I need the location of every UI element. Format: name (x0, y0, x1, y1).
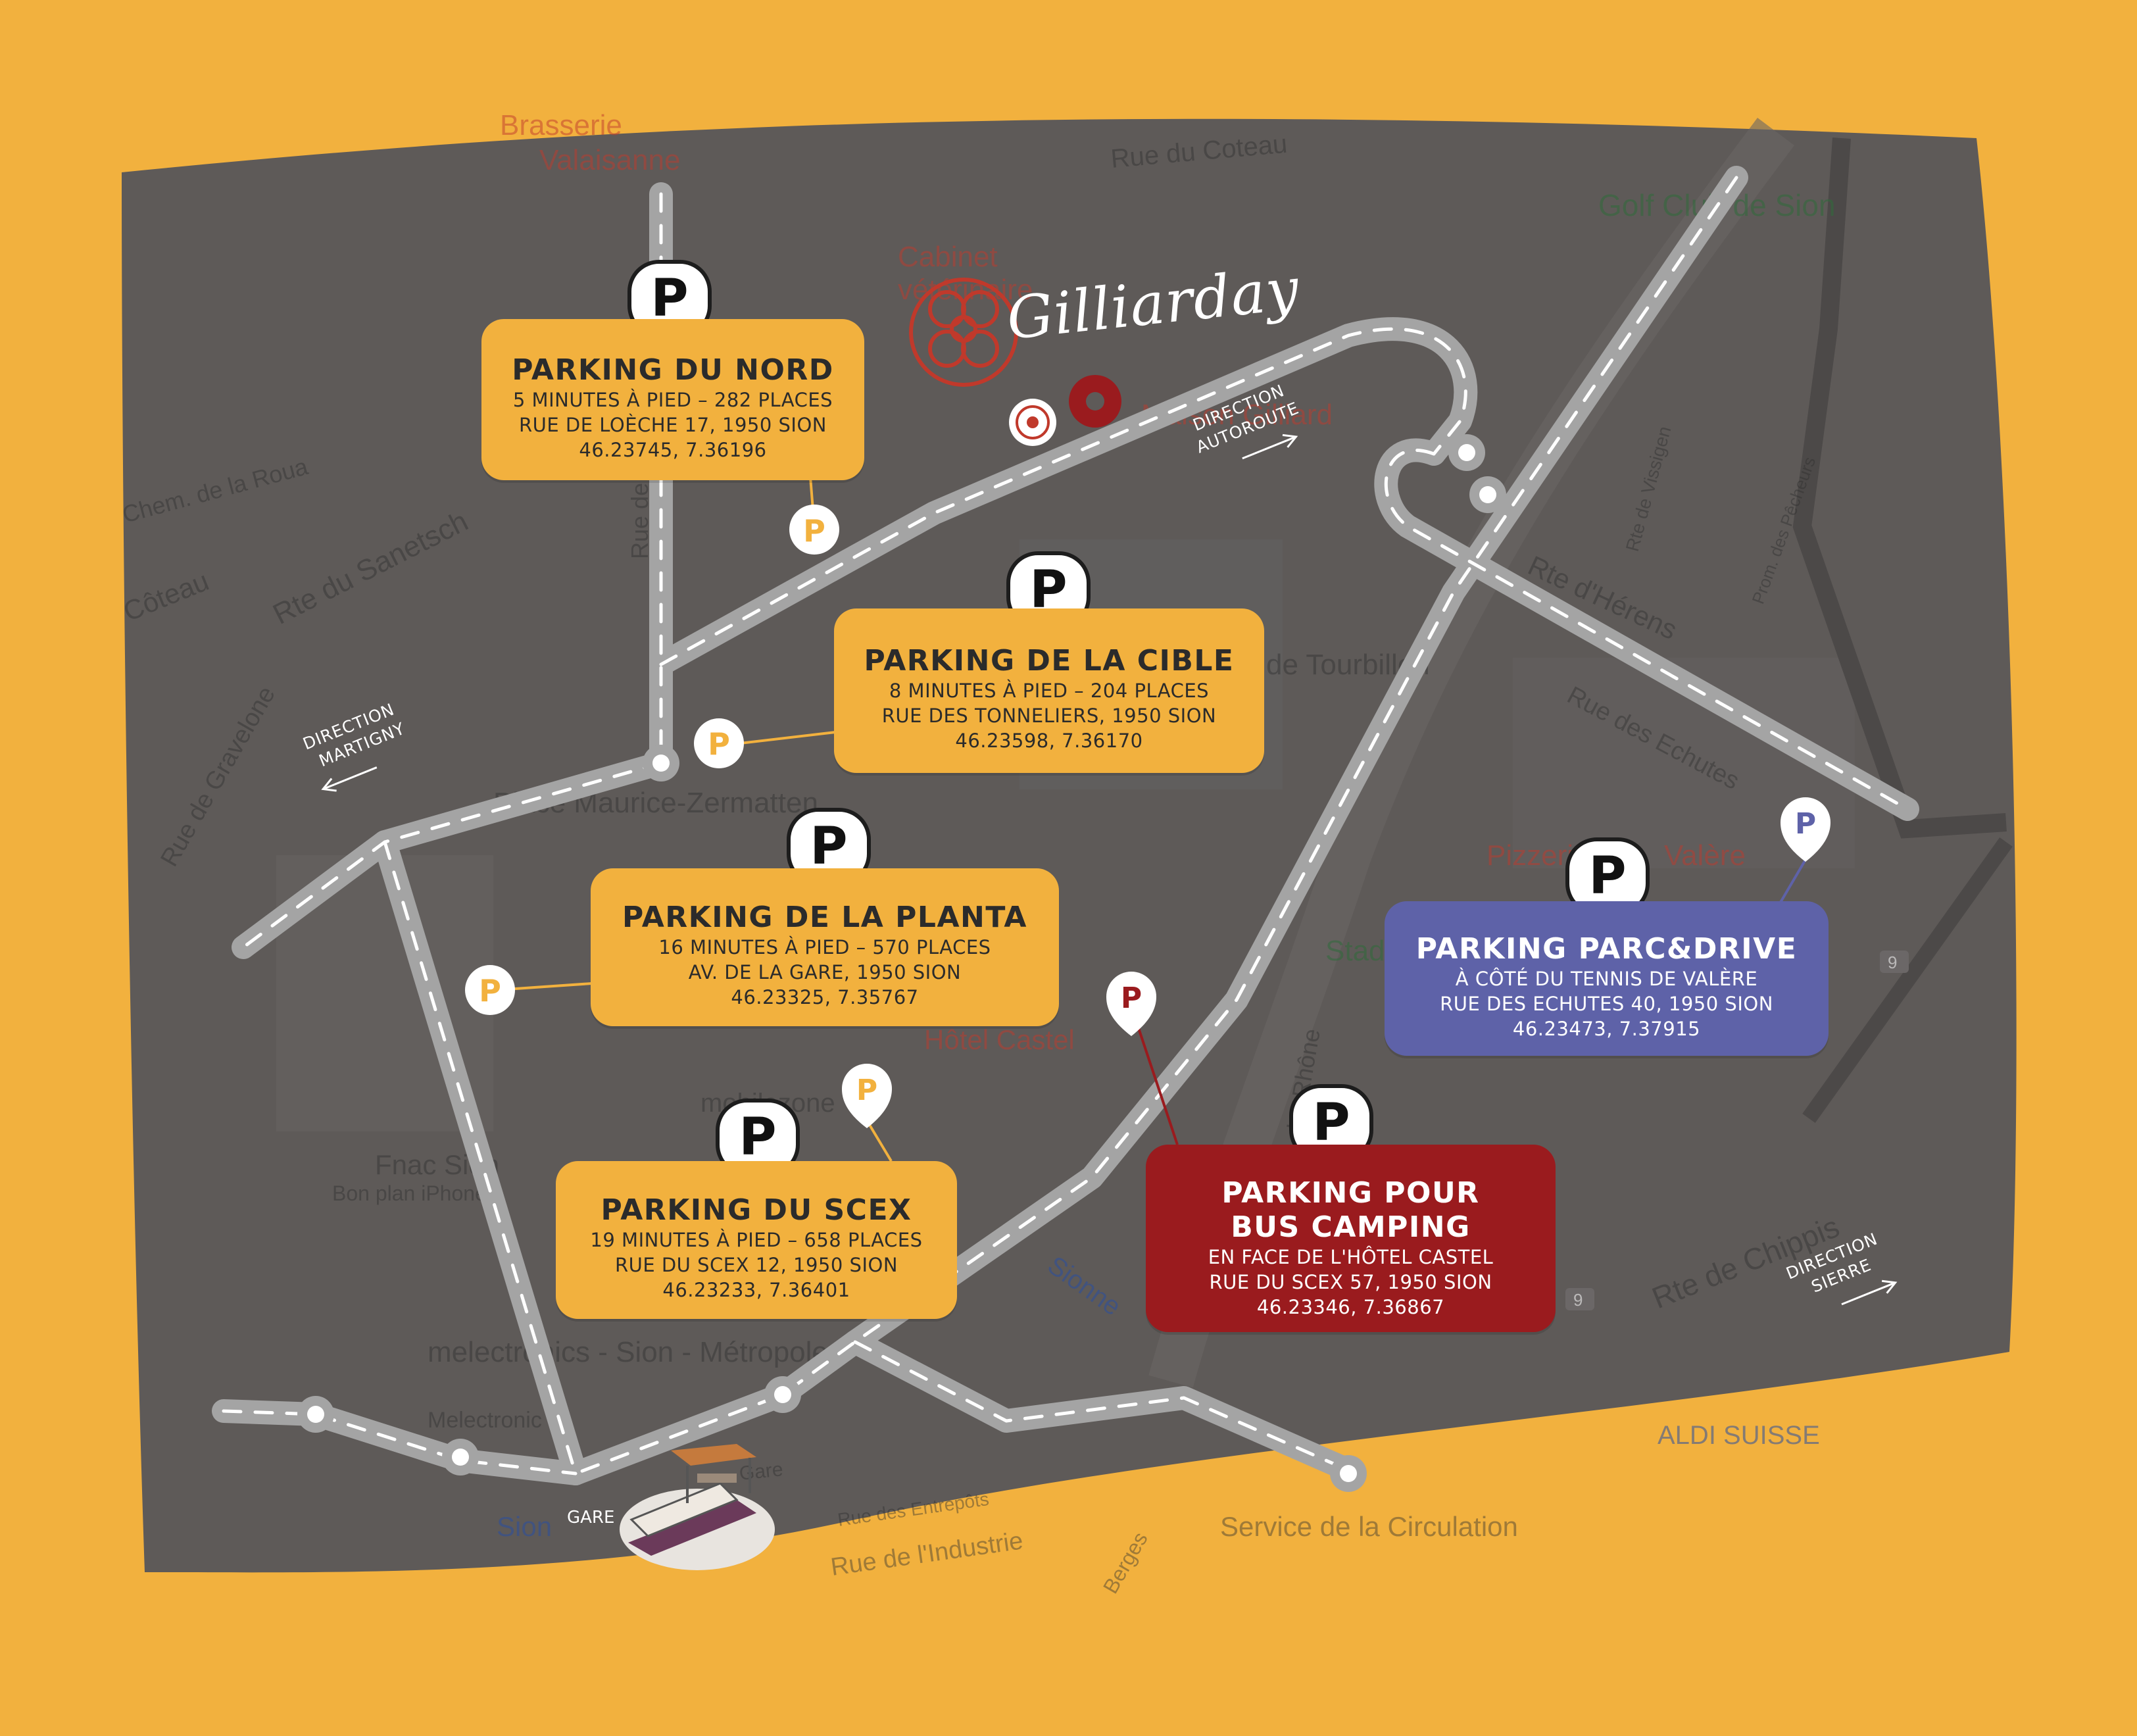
parking-coords: 46.23325, 7.35767 (731, 986, 919, 1008)
map-label: Bon plan iPhone (332, 1181, 487, 1205)
road-number-badge: 9 (1880, 951, 1909, 973)
map-label: ALDI SUISSE (1658, 1421, 1820, 1450)
map-label: Brasserie (500, 109, 622, 141)
train-station-icon (620, 1444, 775, 1570)
parking-address: AV. DE LA GARE, 1950 SION (688, 961, 962, 983)
parking-marker-parcdrive[interactable]: P (1781, 797, 1830, 862)
svg-text:P: P (803, 513, 825, 549)
roundabout-node (1448, 434, 1485, 471)
parking-walk-places: 19 MINUTES À PIED – 658 PLACES (590, 1229, 923, 1251)
svg-text:9: 9 (1573, 1290, 1583, 1310)
card-parking-parcdrive[interactable]: PARKING PARC&DRIVE À CÔTÉ DU TENNIS DE V… (1385, 901, 1829, 1056)
map-label: Rue de l'Industrie (829, 1527, 1025, 1581)
parking-marker-cible[interactable]: P (694, 718, 744, 768)
parking-address: RUE DES ECHUTES 40, 1950 SION (1440, 992, 1773, 1015)
roundabout-node (764, 1376, 801, 1413)
highway (1792, 137, 2007, 839)
svg-text:P: P (708, 726, 730, 762)
svg-text:P: P (856, 1074, 877, 1107)
parking-address: RUE DU SCEX 12, 1950 SION (614, 1254, 898, 1276)
parking-marker-bus[interactable]: P (1106, 972, 1156, 1036)
parking-coords: 46.23598, 7.36170 (955, 730, 1143, 752)
parking-title-line-2: BUS CAMPING (1231, 1210, 1471, 1244)
parking-walk-places: À CÔTÉ DU TENNIS DE VALÈRE (1455, 967, 1758, 990)
svg-text:P: P (1121, 981, 1142, 1015)
parking-walk-places: EN FACE DE L'HÔTEL CASTEL (1208, 1245, 1494, 1268)
parking-title: PARKING DE LA CIBLE (864, 644, 1235, 678)
map-label: Valère (1664, 839, 1746, 872)
parking-title: PARKING PARC&DRIVE (1415, 931, 1798, 966)
card-parking-planta[interactable]: PARKING DE LA PLANTA 16 MINUTES À PIED –… (591, 868, 1059, 1026)
map-label: Sion (497, 1511, 552, 1542)
parking-marker-nord[interactable]: P (789, 505, 839, 555)
road-number-badge: 9 (1565, 1288, 1594, 1310)
map-label: Hôtel Castel (924, 1024, 1075, 1055)
map-label: Berges (1098, 1528, 1152, 1598)
parking-address: RUE DE LOÈCHE 17, 1950 SION (519, 413, 827, 436)
card-parking-nord[interactable]: PARKING DU NORD 5 MINUTES À PIED – 282 P… (481, 319, 864, 480)
roundabout-node (297, 1396, 334, 1433)
parking-title-line-1: PARKING POUR (1221, 1176, 1480, 1210)
parking-title: PARKING DU SCEX (601, 1193, 912, 1227)
gilliarday-location-pin[interactable] (1009, 375, 1121, 446)
gilliarday-logo-icon (909, 278, 1018, 387)
parking-address: RUE DES TONNELIERS, 1950 SION (881, 705, 1217, 727)
roundabout-node (1469, 476, 1506, 513)
parking-marker-planta[interactable]: P (465, 965, 515, 1015)
map-label: Melectronic (428, 1408, 542, 1433)
card-parking-bus[interactable]: PARKING POUR BUS CAMPING EN FACE DE L'HÔ… (1146, 1145, 1556, 1332)
highway (1802, 837, 2013, 1123)
map-label: Cabinet (898, 241, 998, 273)
roundabout-node (442, 1439, 479, 1476)
map-label: Service de la Circulation (1220, 1511, 1518, 1542)
parking-coords: 46.23346, 7.36867 (1256, 1295, 1445, 1318)
roundabout-node (643, 745, 679, 781)
map-label: melectronics - Sion - Métropole (428, 1336, 828, 1368)
parking-address: RUE DU SCEX 57, 1950 SION (1209, 1270, 1492, 1293)
roundabouts (297, 434, 1506, 1492)
svg-text:9: 9 (1888, 953, 1897, 972)
parking-title: PARKING DE LA PLANTA (622, 901, 1027, 934)
card-parking-scex[interactable]: PARKING DU SCEX 19 MINUTES À PIED – 658 … (556, 1161, 957, 1319)
parking-title: PARKING DU NORD (512, 353, 834, 387)
parking-walk-places: 5 MINUTES À PIED – 282 PLACES (512, 388, 833, 411)
parking-walk-places: 8 MINUTES À PIED – 204 PLACES (889, 680, 1210, 702)
svg-text:P: P (479, 973, 501, 1008)
map-label: Valaisanne (539, 144, 680, 176)
parking-coords: 46.23745, 7.36196 (579, 438, 767, 461)
parking-coords: 46.23233, 7.36401 (662, 1279, 850, 1301)
card-parking-cible[interactable]: PARKING DE LA CIBLE 8 MINUTES À PIED – 2… (834, 608, 1264, 773)
map-label: Gare (738, 1458, 784, 1485)
roundabout-node (1330, 1455, 1367, 1492)
parking-coords: 46.23473, 7.37915 (1512, 1017, 1701, 1040)
parking-walk-places: 16 MINUTES À PIED – 570 PLACES (658, 936, 991, 958)
gare-label: GARE (567, 1508, 615, 1527)
svg-text:P: P (1795, 807, 1816, 841)
parking-marker-scex[interactable]: P (842, 1064, 892, 1128)
